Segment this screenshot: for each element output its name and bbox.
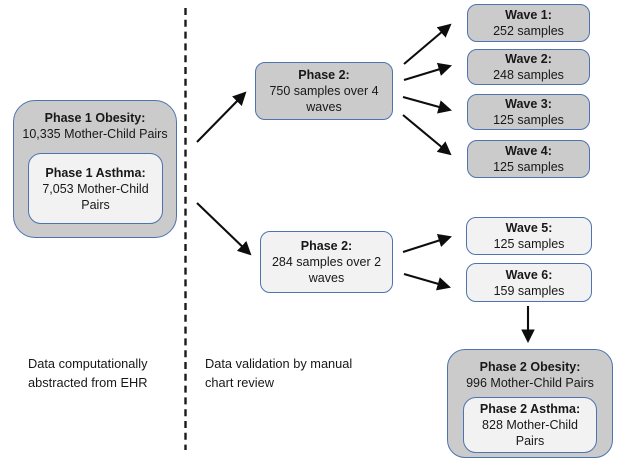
wave-2-samples: 248 samples [493, 68, 564, 82]
wave-4-label: Wave 4: [505, 144, 552, 158]
caption-ehr-abstraction: Data computationally abstracted from EHR [28, 356, 148, 390]
phase2-obesity-title: Phase 2 Obesity: [479, 360, 581, 374]
wave-5-samples: 125 samples [493, 237, 565, 251]
phase2-750-title: Phase 2: [298, 68, 350, 82]
wave-4-box: Wave 4: 125 samples [467, 140, 590, 178]
arrow-phase2top-to-wave3 [402, 95, 452, 114]
phase2-750-samples-box: Phase 2: 750 samples over 4 waves [255, 62, 393, 120]
arrow-phase1-to-phase2-bottom [196, 202, 252, 256]
caption-chart-review: Data validation by manual chart review [205, 356, 353, 390]
wave-2-label: Wave 2: [505, 52, 552, 66]
arrow-phase2top-to-wave4 [402, 114, 452, 156]
phase2-asthma-subtitle: 828 Mother-Child Pairs [482, 418, 578, 448]
wave-5-label: Wave 5: [505, 221, 553, 235]
phase1-obesity-subtitle: 10,335 Mother-Child Pairs [22, 127, 168, 141]
phase1-asthma-subtitle: 7,053 Mother-Child Pairs [42, 181, 149, 212]
arrow-phase2top-to-wave2 [403, 62, 452, 82]
phase2-obesity-subtitle: 996 Mother-Child Pairs [466, 376, 594, 390]
wave-1-label: Wave 1: [505, 8, 552, 22]
wave-3-samples: 125 samples [493, 113, 564, 127]
wave-4-samples: 125 samples [493, 160, 564, 174]
arrow-phase1-to-phase2-top [196, 91, 247, 143]
phase2-284-samples-box: Phase 2: 284 samples over 2 waves [260, 231, 393, 293]
phase2-284-title: Phase 2: [300, 239, 353, 253]
wave-6-label: Wave 6: [505, 267, 553, 282]
wave-3-label: Wave 3: [505, 97, 552, 111]
wave-5-box: Wave 5: 125 samples [466, 217, 592, 255]
wave-6-samples: 159 samples [493, 283, 565, 298]
phase2-asthma-box: Phase 2 Asthma: 828 Mother-Child Pairs [463, 397, 597, 453]
phase2-750-subtitle: 750 samples over 4 waves [269, 84, 379, 114]
phase1-obesity-box: Phase 1 Obesity: 10,335 Mother-Child Pai… [13, 100, 177, 238]
wave-1-box: Wave 1: 252 samples [467, 4, 590, 42]
wave-6-box: Wave 6: 159 samples [466, 263, 592, 302]
arrow-phase2bottom-to-wave5 [402, 234, 452, 254]
phase1-asthma-box: Phase 1 Asthma: 7,053 Mother-Child Pairs [28, 153, 163, 224]
wave-1-samples: 252 samples [493, 24, 564, 38]
wave-2-box: Wave 2: 248 samples [467, 49, 590, 85]
phase2-obesity-box: Phase 2 Obesity: 996 Mother-Child Pairs … [447, 349, 613, 458]
wave-3-box: Wave 3: 125 samples [467, 94, 590, 130]
phase1-obesity-title: Phase 1 Obesity: [44, 111, 146, 125]
phase1-asthma-title: Phase 1 Asthma: [45, 165, 146, 180]
arrow-phase2top-to-wave1 [403, 23, 452, 65]
phase2-284-subtitle: 284 samples over 2 waves [271, 255, 382, 285]
phase2-asthma-title: Phase 2 Asthma: [479, 402, 581, 416]
arrow-phase2bottom-to-wave6 [403, 272, 451, 291]
